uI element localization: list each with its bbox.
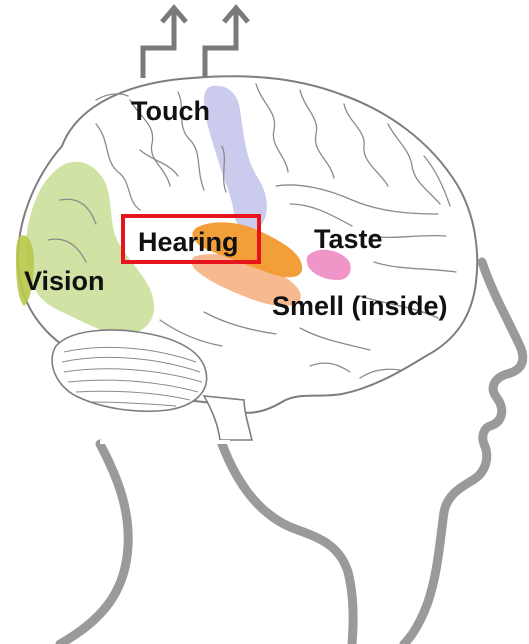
jaw-outline (222, 444, 353, 644)
output-arrows (143, 8, 248, 78)
back-of-neck-outline (60, 444, 128, 644)
up-arrow-icon (205, 8, 248, 78)
smell-label: Smell (inside) (272, 293, 448, 320)
brain-stem (204, 396, 252, 440)
up-arrow-icon (143, 8, 186, 78)
vision-label: Vision (24, 268, 105, 295)
taste-label: Taste (314, 226, 383, 253)
lower-mask (100, 440, 230, 444)
hearing-label: Hearing (138, 229, 239, 256)
touch-label: Touch (131, 98, 210, 125)
